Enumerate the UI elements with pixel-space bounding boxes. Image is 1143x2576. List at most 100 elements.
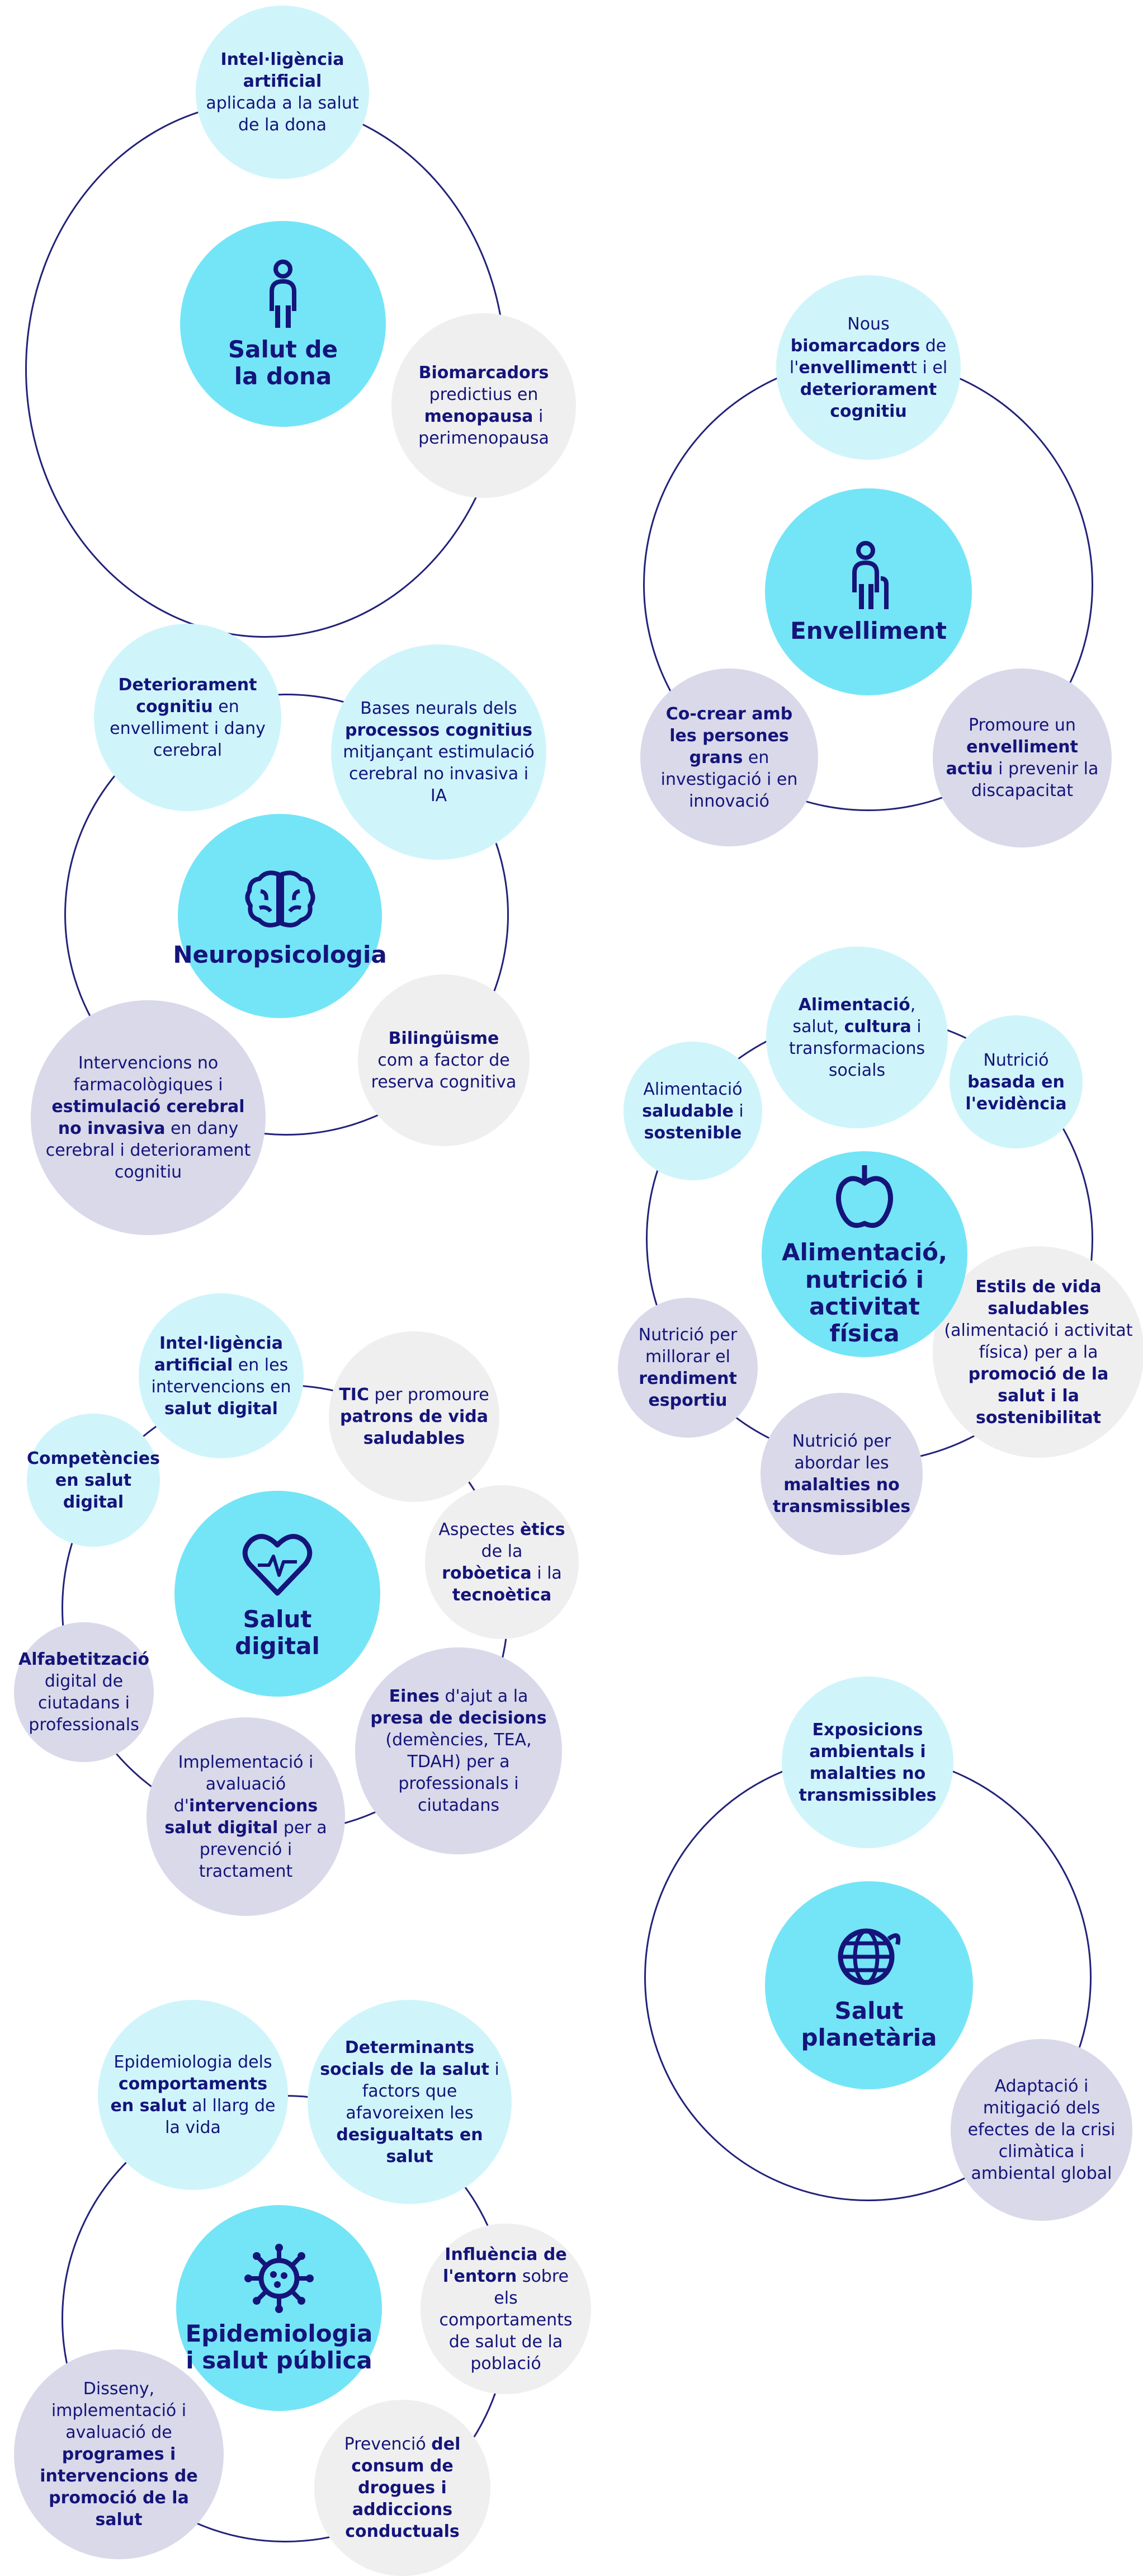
topic-text: Bilingüisme com a factor de reserva cogn…: [368, 1028, 519, 1093]
core-title-line: Epidemiologia: [185, 2319, 373, 2347]
topic-phrase: i: [733, 1101, 744, 1121]
elderly-person-icon: [832, 539, 905, 612]
topic-phrase: Nutrició per abordar les: [792, 1431, 891, 1473]
topic-keyword: basada en l'evidència: [965, 1072, 1067, 1114]
topic-bubble-envelliment-actiu: Promoure un envelliment actiu i prevenir…: [933, 668, 1112, 847]
topic-phrase: Alimentació: [643, 1079, 743, 1099]
topic-phrase: (alimentació i activitat física) per a l…: [944, 1320, 1133, 1362]
topic-keyword: Alfabetització: [18, 1650, 149, 1669]
topic-bubble-alimentacio-saludable: Alimentació saludable i sostenible: [624, 1042, 762, 1180]
topic-text: Intervencions no farmacològiques i estim…: [41, 1052, 256, 1183]
topic-bubble-deteriorament-cognitiu: Deteriorament cognitiu en envelliment i …: [94, 624, 281, 811]
topic-bubble-nous-biomarcadors: Nous biomarcadors de l'envellimentt i el…: [776, 275, 961, 460]
topic-keyword: desigualtats en salut: [336, 2125, 483, 2167]
topic-bubble-entorn: Influència de l'entorn sobre els comport…: [421, 2224, 591, 2394]
topic-bubble-bilinguisme: Bilingüisme com a factor de reserva cogn…: [358, 974, 530, 1146]
topic-keyword: menopausa: [424, 407, 533, 426]
topic-bubble-alfabetitzacio: Alfabetització digital de ciutadans i pr…: [14, 1622, 154, 1762]
topic-keyword: presa de decisions: [370, 1708, 547, 1728]
topic-text: Alimentació saludable i sostenible: [634, 1079, 752, 1144]
topic-text: Competències en salut digital: [27, 1448, 160, 1513]
topic-text: Nutrició basada en l'evidència: [960, 1049, 1073, 1115]
topic-keyword: rendiment esportiu: [639, 1369, 737, 1410]
topic-keyword: intervencions salut digital: [164, 1796, 318, 1838]
topic-bubble-estils-vida: Estils de vida saludables (alimentació i…: [933, 1246, 1143, 1458]
topic-keyword: envelliment actiu: [946, 737, 1078, 779]
topic-keyword: envelliment: [799, 357, 911, 378]
topic-text: Implementació i avaluació d'intervencion…: [157, 1751, 335, 1882]
topic-text: Intel·ligència artificial aplicada a la …: [206, 49, 359, 136]
core-title: Neuropsicologia: [173, 941, 387, 969]
core-title-line: Alimentació,: [782, 1238, 947, 1266]
topic-phrase: Promoure un: [969, 715, 1076, 735]
topic-keyword: Estils de vida saludables: [975, 1277, 1102, 1318]
topic-text: Prevenció del consum de drogues i addicc…: [324, 2433, 480, 2542]
topic-phrase: de la: [481, 1541, 523, 1561]
topic-phrase: Nutrició per millorar el: [638, 1325, 738, 1367]
topic-text: Bases neurals dels processos cognitius m…: [341, 698, 536, 807]
topic-phrase: d'ajut a la: [439, 1687, 528, 1706]
topic-phrase: en investigació i en innovació: [660, 747, 798, 811]
topic-keyword: estimulació cerebral no invasiva: [51, 1097, 245, 1138]
topic-text: Intel·ligència artificial en les interve…: [149, 1332, 294, 1420]
topic-phrase: com a factor de reserva cognitiva: [371, 1051, 517, 1092]
topic-phrase: (demències, TEA, TDAH) per a professiona…: [385, 1730, 532, 1815]
globe-icon: [833, 1919, 905, 1992]
topic-phrase: i la: [531, 1563, 562, 1583]
topic-bubble-nutricio-evidencia: Nutrició basada en l'evidència: [950, 1015, 1083, 1148]
topic-text: Nutrició per abordar les malalties no tr…: [771, 1430, 913, 1518]
topic-bubble-comportaments: Epidemiologia dels comportaments en salu…: [98, 2000, 288, 2190]
apple-icon: [828, 1161, 901, 1233]
topic-keyword: Eines: [389, 1687, 440, 1706]
topic-keyword: TIC: [339, 1385, 369, 1405]
topic-text: Co-crear amb les persones grans en inves…: [650, 703, 808, 812]
core-title-line: física: [829, 1320, 900, 1348]
topic-bubble-implementacio: Implementació i avaluació d'intervencion…: [147, 1717, 345, 1916]
topic-text: Epidemiologia dels comportaments en salu…: [108, 2051, 278, 2139]
topic-bubble-rendiment-esportiu: Nutrició per millorar el rendiment espor…: [618, 1298, 758, 1438]
topic-keyword: Exposicions ambientals i malalties no tr…: [799, 1720, 937, 1805]
topic-text: Exposicions ambientals i malalties no tr…: [792, 1719, 943, 1806]
topic-bubble-ia-dona: Intel·ligència artificial aplicada a la …: [196, 6, 369, 179]
topic-phrase: Implementació i avaluació d': [173, 1752, 314, 1816]
topic-text: Deteriorament cognitiu en envelliment i …: [104, 674, 271, 761]
topic-phrase: Epidemiologia dels: [114, 2052, 272, 2072]
topic-bubble-tic-patrons: TIC per promoure patrons de vida saludab…: [329, 1331, 499, 1502]
topic-keyword: programes i intervencions de promoció de…: [40, 2445, 198, 2530]
topic-phrase: Disseny, implementació i avaluació de: [51, 2379, 187, 2442]
topic-phrase: Aspectes: [438, 1519, 520, 1539]
topic-bubble-co-crear: Co-crear amb les persones grans en inves…: [640, 668, 818, 846]
topic-phrase: t i el: [910, 357, 948, 378]
topic-phrase: i factors que afavoreixen les: [346, 2059, 499, 2123]
topic-phrase: de l': [789, 336, 947, 378]
core-title-line: planetària: [801, 2024, 937, 2051]
topic-keyword: patrons de vida saludables: [340, 1407, 488, 1448]
topic-phrase: en dany cerebral i deteriorament cogniti…: [45, 1119, 251, 1182]
topic-bubble-programes: Disseny, implementació i avaluació de pr…: [14, 2349, 224, 2559]
topic-keyword: Deteriorament cognitiu: [118, 675, 257, 717]
topic-phrase: Nutrició: [983, 1050, 1049, 1070]
core-title-line: Envelliment: [790, 616, 947, 644]
topic-bubble-alimentacio-cultura: Alimentació, salut, cultura i transforma…: [766, 946, 948, 1128]
topic-keyword: promoció de la salut i la sostenibilitat: [968, 1364, 1109, 1428]
topic-phrase: predictius en: [429, 385, 539, 404]
topic-keyword: Competències en salut digital: [26, 1448, 160, 1512]
topic-text: TIC per promoure patrons de vida saludab…: [339, 1384, 489, 1449]
core-title-line: Neuropsicologia: [173, 941, 387, 969]
topic-bubble-intervencions-no-farmaco: Intervencions no farmacològiques i estim…: [31, 1000, 266, 1235]
topic-text: Biomarcadors predictius en menopausa i p…: [402, 362, 566, 449]
core-title-line: Salut: [834, 1996, 904, 2024]
topic-keyword: Intel·ligència artificial: [154, 1333, 283, 1375]
topic-text: Disseny, implementació i avaluació de pr…: [24, 2378, 214, 2531]
topic-phrase: i perimenopausa: [418, 407, 549, 448]
topic-phrase: per promoure: [369, 1385, 489, 1405]
topic-phrase: mitjançant estimulació cerebral no invas…: [343, 742, 535, 806]
topic-keyword: robòetica: [442, 1563, 532, 1583]
topic-phrase: per a prevenció i tractament: [199, 1817, 327, 1881]
core-title-line: nutrició i activitat: [805, 1265, 924, 1320]
core-title-line: i salut pública: [186, 2347, 372, 2374]
